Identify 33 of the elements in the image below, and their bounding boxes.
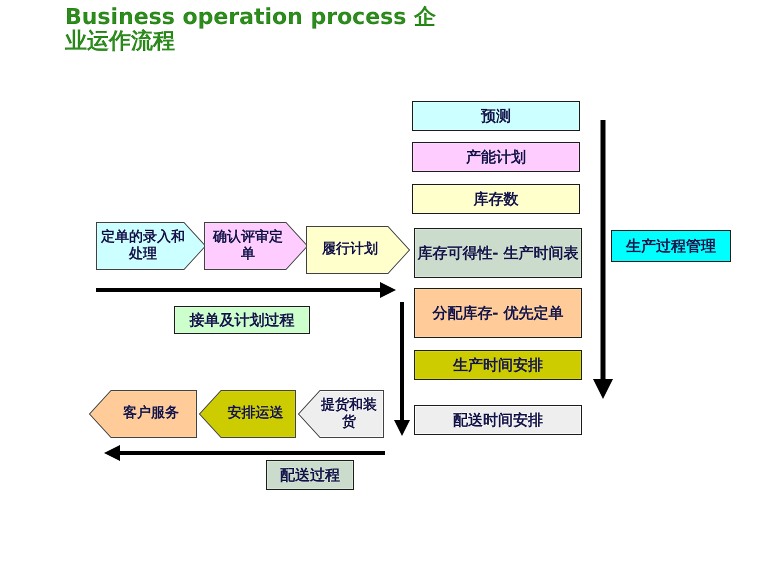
process-box [266,460,354,490]
step-label: 安排运送 [228,405,284,423]
box-label: 生产时间安排 [452,356,544,374]
process-box [414,405,582,435]
box-label: 生产过程管理 [624,236,717,256]
box-label: 接单及计划过程 [188,310,296,330]
step-label: 客户服务 [123,405,179,423]
chevron-step [306,226,410,274]
title: Business operation process 企业运作流程 [65,6,437,54]
process-box [414,288,582,338]
box-label: 库存数 [472,190,520,208]
box-label: 库存可得性- 生产时间表 [416,244,580,262]
step-label: 提货和装货 [320,396,378,432]
process-box [412,184,580,214]
chevron-step [204,222,308,270]
chevron-step [96,222,206,270]
box-label: 预测 [480,106,512,126]
box-label: 分配库存- 优先定单 [431,304,565,322]
process-box [412,142,580,172]
process-box [412,101,580,131]
box-label: 产能计划 [465,148,527,166]
process-box [611,230,731,262]
box-label: 配送时间安排 [452,410,544,430]
chevron-step [89,390,197,438]
chevron-step [199,390,296,438]
step-label: 定单的录入和处理 [100,228,186,264]
process-box [414,350,582,380]
box-label: 配送过程 [279,466,341,484]
process-box [174,306,310,334]
process-box [414,228,582,278]
chevron-step [298,390,384,438]
step-label: 履行计划 [322,241,378,259]
step-label: 确认评审定单 [212,228,284,264]
